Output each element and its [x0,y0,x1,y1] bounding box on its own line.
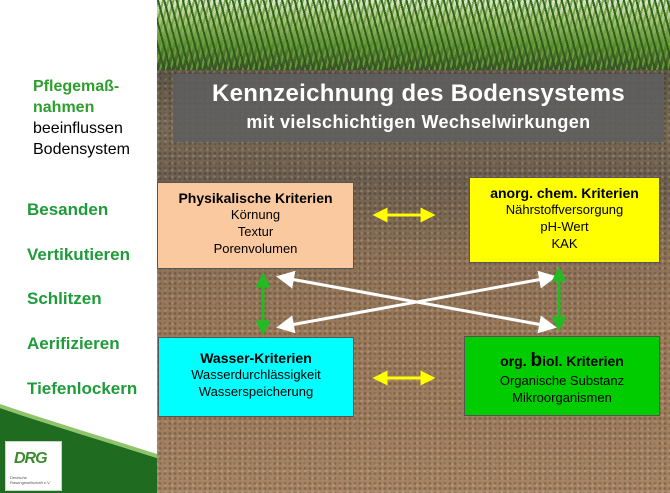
slide-title: Kennzeichnung des Bodensystems [211,80,626,107]
measure-besanden: Besanden [27,200,109,219]
water-criteria-item: Wasserspeicherung [198,384,314,399]
intro-line-3: beeinflussen [33,120,123,137]
physical-criteria-box: Physikalische Kriterien Körnung Textur P… [157,182,354,269]
organic-title-pre: org. [500,353,531,369]
title-band: Kennzeichnung des Bodensystems mit viels… [173,74,664,142]
intro-line-2: nahmen [33,99,95,116]
physical-criteria-item: Textur [237,224,274,239]
measure-aerifizieren: Aerifizieren [27,334,120,354]
grass-layer [157,0,670,70]
left-panel: Pflegemaß- nahmen beeinflussen Bodensyst… [0,0,157,493]
inorganic-criteria-title: anorg. chem. Kriterien [490,185,639,201]
inorganic-chemical-criteria-box: anorg. chem. Kriterien Nährstoffversorgu… [469,177,660,263]
drg-logo: DRG Deutsche Rasengesellschaft e.V. [5,441,62,491]
organic-title-big: b [530,350,543,371]
organic-title-post: iol. Kriterien [542,353,624,369]
intro-line-4: Bodensystem [33,141,130,158]
measure-vertikutieren: Vertikutieren [27,244,130,264]
intro-text: Pflegemaß- nahmen beeinflussen Bodensyst… [33,76,130,160]
organic-criteria-title: org. biol. Kriterien [465,350,659,372]
water-criteria-item: Wasserdurchlässigkeit [191,367,321,382]
slide-subtitle: mit vielschichtigen Wechselwirkungen [246,112,591,132]
organic-criteria-item: Organische Substanz [499,373,625,388]
physical-criteria-item: Porenvolumen [213,241,298,256]
water-criteria-title: Wasser-Kriterien [200,350,312,366]
measure-tiefenlockern: Tiefenlockern [27,378,138,398]
water-criteria-box: Wasser-Kriterien Wasserdurchlässigkeit W… [158,337,354,417]
organic-biological-criteria-box: org. biol. Kriterien Organische Substanz… [464,336,660,416]
measure-schlitzen: Schlitzen [27,289,102,309]
logo-subtitle: Deutsche Rasengesellschaft e.V. [10,475,51,485]
physical-criteria-title: Physikalische Kriterien [178,190,333,206]
inorganic-criteria-item: pH-Wert [540,219,589,234]
physical-criteria-item: Körnung [230,207,281,222]
inorganic-criteria-item: KAK [551,236,578,251]
measures-list: Besanden Vertikutieren Schlitzen Aerifiz… [27,198,137,421]
intro-line-1: Pflegemaß- [33,78,120,95]
logo-text: DRG [14,450,48,467]
inorganic-criteria-item: Nährstoffversorgung [505,202,624,217]
organic-criteria-item: Mikroorganismen [512,390,612,405]
